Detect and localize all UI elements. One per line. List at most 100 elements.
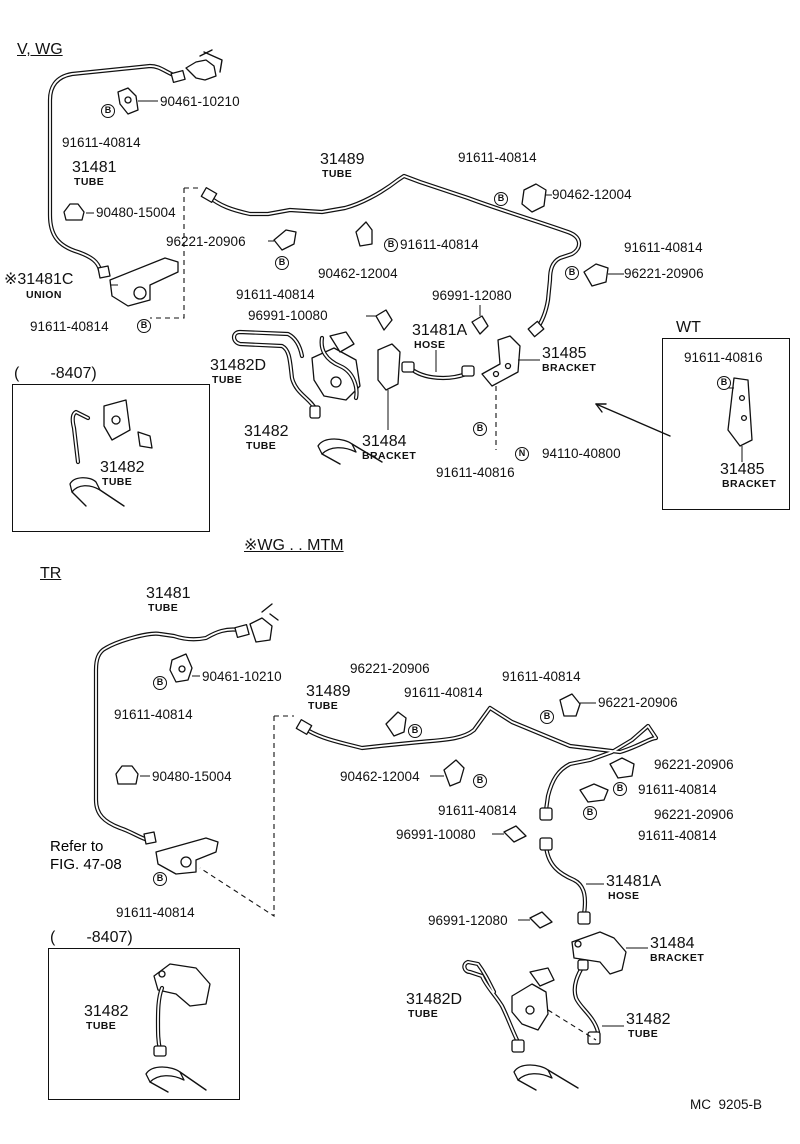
clamp-90461-top [117,87,158,115]
tube-31482d-bottom [462,959,525,1053]
wt-arrow [595,403,671,437]
label-96221-bottom-a: 96221-20906 [350,661,430,676]
label-91611-top-c: 91611-40814 [236,287,315,302]
tube-31481-top [47,63,181,273]
bolt-symbol: B [717,376,731,390]
clip-96221-bottom-b [559,693,596,717]
bracket-31485-top [481,335,540,387]
label-31484-top: 31484 [362,433,407,450]
label-96221-top-a: 96221-20906 [166,234,246,249]
bolt-symbol: B [583,806,597,820]
bracket-bottom-left [143,831,219,875]
label-90480-bottom: 90480-15004 [152,769,232,784]
clip-96221-bottom-d [579,783,609,803]
tube-31482-top [319,335,359,401]
section-title-bottom: TR [40,565,62,582]
label-inset1-31482: 31482 [100,459,145,476]
inset-frame-bottom [48,948,240,1100]
clamp-90461-bottom [169,653,200,683]
fitting-top-left [170,49,223,84]
bolt-symbol: B [565,266,579,280]
label-31481-bottom-sub: TUBE [148,602,179,614]
inset1-drawing [69,399,153,507]
label-refer-to: Refer to [50,838,104,855]
label-31481-top-sub: TUBE [74,176,105,188]
nut-symbol: N [515,447,529,461]
bolt-symbol: B [153,676,167,690]
inset-frame-top [12,384,210,532]
bracket-31484-bottom [571,931,648,975]
grommet-90480-bottom [115,765,150,785]
clip-96991-10080-top [366,309,393,331]
section-title-top: V, WG [17,41,63,58]
clip-96991-12080-top [471,305,489,335]
label-31489-top: 31489 [320,151,365,168]
label-91611-40816-top: 91611-40816 [436,465,515,480]
bolt-symbol: B [613,782,627,796]
label-91611-bottom-f: 91611-40814 [638,828,717,843]
bolt-symbol: B [494,192,508,206]
label-31482-bottom-sub: TUBE [628,1028,659,1040]
label-91611-top-b: 91611-40814 [30,319,109,334]
label-31484-bottom-sub: BRACKET [650,952,705,964]
bolt-symbol: B [137,319,151,333]
label-31481c: ※31481C [4,271,74,288]
label-91611-bottom-e: 91611-40814 [638,782,717,797]
label-90462-top-a: 90462-12004 [318,266,398,281]
clip-90462-bottom [430,759,465,787]
inset-title-bottom: ( -8407) [50,929,133,946]
grommet-90480-top [63,203,94,221]
hose-31481a-bottom [539,837,604,925]
label-31481-top: 31481 [72,159,117,176]
label-inset2-31482-sub: TUBE [86,1020,117,1032]
label-90462-bottom: 90462-12004 [340,769,420,784]
label-96221-bottom-c: 96221-20906 [654,757,734,772]
label-96991-12080-bottom: 96991-12080 [428,913,508,928]
label-31482-top-sub: TUBE [246,440,277,452]
label-fig-47-08: FIG. 47-08 [50,856,122,873]
label-31489-top-sub: TUBE [322,168,353,180]
caliper-top [311,331,361,401]
axle-top [317,438,383,465]
clip-96221-right [583,263,624,287]
tube-31481-bottom [93,627,243,843]
label-31481a-top-sub: HOSE [414,339,446,351]
label-31481c-sub: UNION [26,289,62,301]
label-91611-bottom-d: 91611-40814 [502,669,581,684]
label-90480-top: 90480-15004 [96,205,176,220]
inset2-drawing [145,963,211,1093]
middle-note: ※WG . . MTM [244,537,344,554]
label-96221-top-b: 96221-20906 [624,266,704,281]
wt-bracket-31485 [727,377,753,462]
bolt-symbol: B [153,872,167,886]
bolt-symbol: B [473,774,487,788]
label-31489-bottom: 31489 [306,683,351,700]
label-31482-top: 31482 [244,423,289,440]
bracket-31484-top [377,343,401,430]
label-94110-top: 94110-40800 [542,446,621,461]
clip-96991-bottom-a [492,825,527,843]
clip-90462-top [355,221,373,247]
label-91611-top-f: 91611-40814 [624,240,703,255]
label-wt-31485: 31485 [720,461,765,478]
label-91611-top-e: 91611-40814 [458,150,537,165]
label-31481a-bottom: 31481A [606,873,662,890]
label-31482d-top: 31482D [210,357,267,374]
label-31484-bottom: 31484 [650,935,695,952]
inset-frame-wt [662,338,790,510]
caliper-bottom [511,967,555,1031]
label-90461-top: 90461-10210 [160,94,240,109]
label-31481a-bottom-sub: HOSE [608,890,640,902]
label-31482d-top-sub: TUBE [212,374,243,386]
label-31482-bottom: 31482 [626,1011,671,1028]
bolt-symbol: B [101,104,115,118]
bolt-symbol: B [473,422,487,436]
label-31485-top: 31485 [542,345,587,362]
bolt-symbol: B [275,256,289,270]
label-31482d-bottom-sub: TUBE [408,1008,439,1020]
tube-31482d-top [231,329,321,419]
label-91611-top-d: 91611-40814 [400,237,479,252]
label-96221-bottom-d: 96221-20906 [654,807,734,822]
label-91611-bottom-b: 91611-40814 [116,905,195,920]
